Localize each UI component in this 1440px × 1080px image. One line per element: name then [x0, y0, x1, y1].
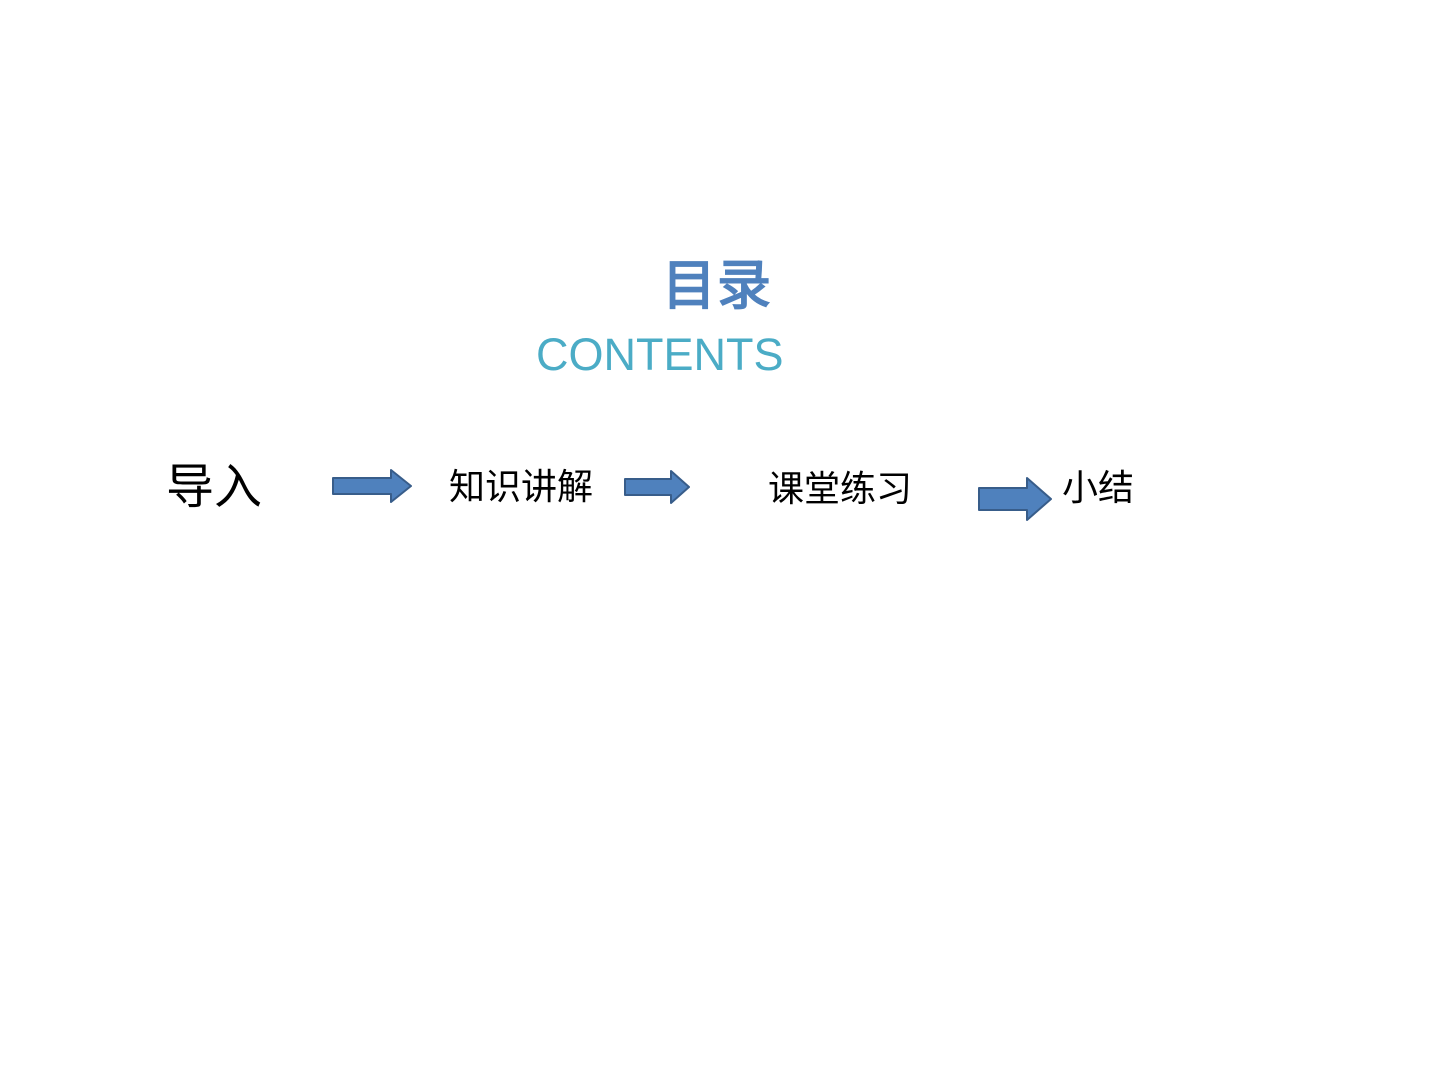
- page-subtitle: CONTENTS: [536, 329, 784, 380]
- step-label-knowledge: 知识讲解: [449, 467, 594, 508]
- page-title: 目录: [662, 254, 772, 317]
- step-label-summary: 小结: [1062, 468, 1135, 509]
- step-label-intro: 导入: [166, 459, 263, 515]
- right-arrow-icon: [332, 469, 412, 503]
- right-arrow-icon: [624, 470, 690, 504]
- right-arrow-icon: [978, 477, 1052, 521]
- step-label-practice: 课堂练习: [768, 469, 913, 510]
